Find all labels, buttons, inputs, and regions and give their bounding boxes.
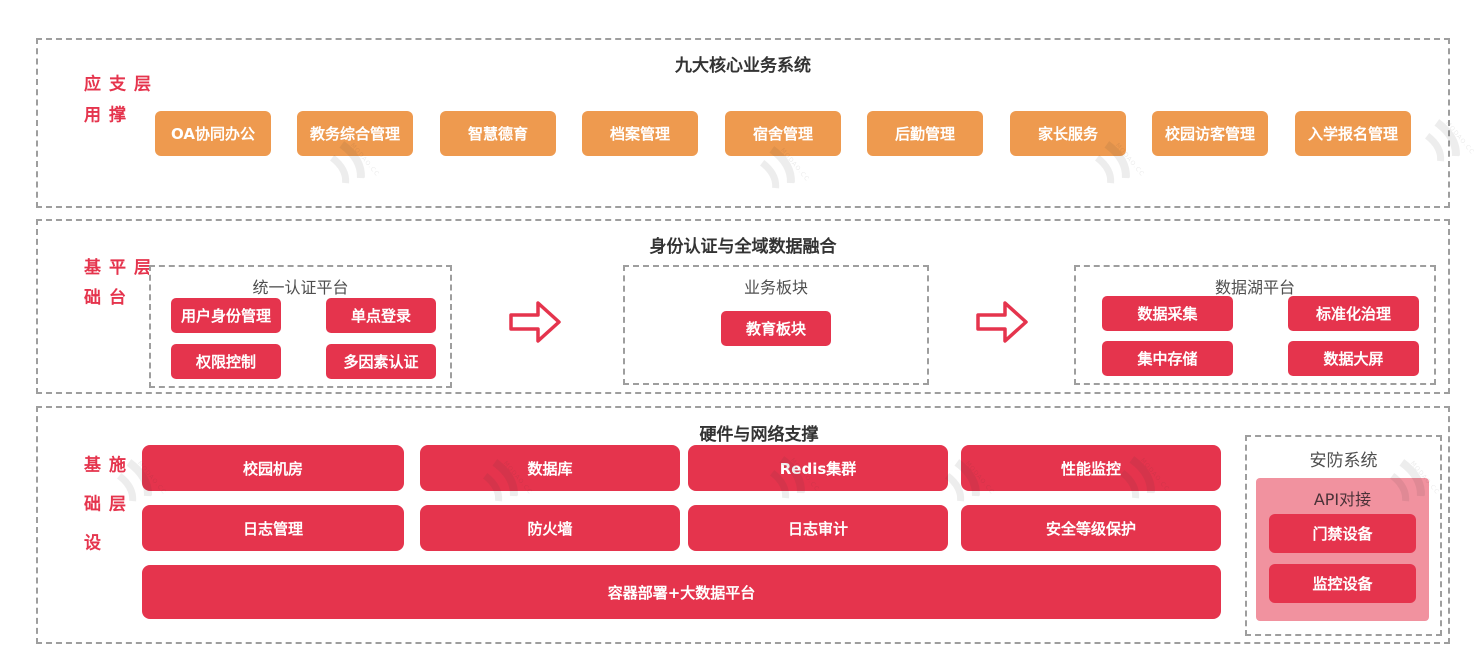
node-oa-office[interactable]: OA协同办公 (155, 111, 271, 156)
node-container-bigdata-platform[interactable]: 容器部署+大数据平台 (142, 565, 1221, 619)
node-visitor-mgmt[interactable]: 校园访客管理 (1152, 111, 1268, 156)
node-parent-service[interactable]: 家长服务 (1010, 111, 1126, 156)
layer-app-support: 应用支撑层 九大核心业务系统 OA协同办公 教务综合管理 智慧德育 档案管理 宿… (36, 38, 1450, 208)
node-monitoring-device[interactable]: 监控设备 (1269, 564, 1416, 603)
layer-label-app-support: 应用支撑层 (80, 74, 150, 137)
group-security-system: 安防系统 API对接 门禁设备 监控设备 (1245, 435, 1442, 636)
group-business-section: 业务板块 教育板块 (623, 265, 929, 385)
group-business-title: 业务板块 (743, 278, 808, 297)
group-data-lake-title: 数据湖平台 (1214, 278, 1295, 297)
node-log-mgmt[interactable]: 日志管理 (142, 505, 404, 551)
api-integration-title: API对接 (1313, 490, 1372, 509)
layer-platform: 基础平台层 身份认证与全域数据融合 统一认证平台 用户身份管理 单点登录 权限控… (36, 219, 1450, 394)
layer-infrastructure: 基础设施层 硬件与网络支撑 校园机房 数据库 Redis集群 性能监控 日志管理… (36, 406, 1450, 644)
layer3-title: 硬件与网络支撑 (699, 425, 819, 445)
node-permission-control[interactable]: 权限控制 (171, 344, 281, 379)
right-arrow-icon (508, 299, 562, 345)
node-central-storage[interactable]: 集中存储 (1102, 341, 1233, 376)
node-enrollment-mgmt[interactable]: 入学报名管理 (1295, 111, 1411, 156)
node-performance-monitor[interactable]: 性能监控 (961, 445, 1221, 491)
node-user-identity-mgmt[interactable]: 用户身份管理 (171, 298, 281, 333)
layer-label-platform: 基础平台层 (80, 257, 150, 318)
node-logistics-mgmt[interactable]: 后勤管理 (867, 111, 983, 156)
node-data-collection[interactable]: 数据采集 (1102, 296, 1233, 331)
node-log-audit[interactable]: 日志审计 (688, 505, 948, 551)
security-system-title: 安防系统 (1309, 451, 1378, 471)
node-campus-server-room[interactable]: 校园机房 (142, 445, 404, 491)
node-academic-mgmt[interactable]: 教务综合管理 (297, 111, 413, 156)
api-integration-box: API对接 门禁设备 监控设备 (1256, 478, 1429, 621)
node-smart-moral-edu[interactable]: 智慧德育 (440, 111, 556, 156)
group-unified-auth: 统一认证平台 用户身份管理 单点登录 权限控制 多因素认证 (149, 265, 452, 388)
node-access-control-device[interactable]: 门禁设备 (1269, 514, 1416, 553)
node-education-section[interactable]: 教育板块 (721, 311, 831, 346)
node-archive-mgmt[interactable]: 档案管理 (582, 111, 698, 156)
group-unified-auth-title: 统一认证平台 (252, 278, 349, 297)
node-multi-factor-auth[interactable]: 多因素认证 (326, 344, 436, 379)
node-database[interactable]: 数据库 (420, 445, 680, 491)
right-arrow-icon (975, 299, 1029, 345)
node-redis-cluster[interactable]: Redis集群 (688, 445, 948, 491)
node-standard-governance[interactable]: 标准化治理 (1288, 296, 1419, 331)
layer1-title: 九大核心业务系统 (675, 56, 811, 76)
layer-label-infrastructure: 基础设施层 (80, 455, 125, 573)
node-single-sign-on[interactable]: 单点登录 (326, 298, 436, 333)
layer2-title: 身份认证与全域数据融合 (649, 237, 837, 257)
node-data-screen[interactable]: 数据大屏 (1288, 341, 1419, 376)
group-data-lake: 数据湖平台 数据采集 标准化治理 集中存储 数据大屏 (1074, 265, 1436, 385)
node-security-level-protection[interactable]: 安全等级保护 (961, 505, 1221, 551)
node-dorm-mgmt[interactable]: 宿舍管理 (725, 111, 841, 156)
node-firewall[interactable]: 防火墙 (420, 505, 680, 551)
